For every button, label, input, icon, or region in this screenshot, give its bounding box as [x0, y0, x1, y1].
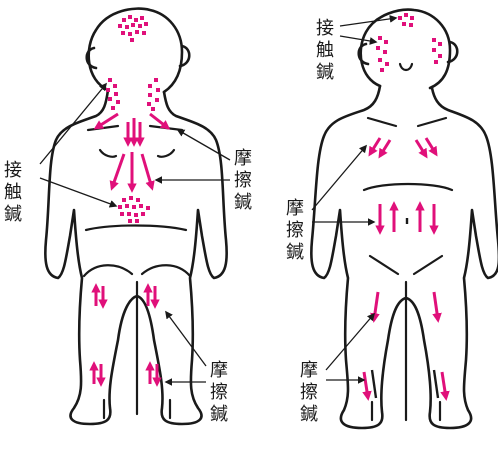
back-mid-line-right	[158, 150, 174, 157]
front-friction-upper-char-3: 鍼	[286, 242, 304, 263]
back-view-figure: 接 触 鍼 摩 擦 鍼 摩 擦 鍼	[4, 9, 252, 425]
front-contact-char-2: 触	[316, 40, 334, 61]
front-mouth	[400, 64, 412, 70]
front-pelvis-left	[370, 256, 398, 274]
back-friction-lower-char-2: 擦	[210, 382, 228, 403]
front-friction-lower-char-2: 擦	[300, 382, 318, 403]
front-friction-lower-char-3: 鍼	[300, 404, 318, 425]
front-friction-upper-char-1: 摩	[286, 198, 304, 219]
back-friction-upper-char-3: 鍼	[234, 192, 252, 213]
back-friction-upper-char-1: 摩	[234, 148, 252, 169]
front-friction-label-upper: 摩 擦 鍼	[286, 198, 304, 263]
front-pelvis-right	[414, 256, 442, 274]
front-friction-lower-char-1: 摩	[300, 360, 318, 381]
front-body-outline	[311, 86, 498, 428]
front-contact-char-1: 接	[316, 18, 334, 39]
back-buttock-left	[84, 265, 132, 276]
back-contact-char-2: 触	[4, 182, 22, 203]
front-friction-label-lower: 摩 擦 鍼	[300, 360, 318, 425]
front-friction-upper-char-2: 擦	[286, 220, 304, 241]
back-friction-upper-char-2: 擦	[234, 170, 252, 191]
back-friction-lower-char-3: 鍼	[210, 404, 228, 425]
back-friction-label-upper: 摩 擦 鍼	[234, 148, 252, 213]
front-rib-line	[364, 184, 452, 190]
front-contact-dots	[376, 13, 442, 72]
back-contact-char-1: 接	[4, 160, 22, 181]
front-chest-line-left	[368, 118, 396, 126]
back-buttock-right	[142, 265, 190, 276]
back-friction-lower-char-1: 摩	[210, 360, 228, 381]
back-contact-label: 接 触 鍼	[4, 160, 22, 225]
back-mid-line-left	[100, 150, 116, 157]
back-waist-line	[86, 226, 186, 231]
back-friction-label-lower: 摩 擦 鍼	[210, 360, 228, 425]
front-view-figure: 接 触 鍼 摩 擦 鍼 摩 擦 鍼	[286, 10, 498, 428]
front-contact-label: 接 触 鍼	[316, 18, 334, 83]
back-contact-char-3: 鍼	[4, 204, 22, 225]
front-chest-line-right	[418, 118, 446, 126]
front-contact-char-3: 鍼	[316, 62, 334, 83]
back-shoulder-line-left	[88, 126, 118, 130]
